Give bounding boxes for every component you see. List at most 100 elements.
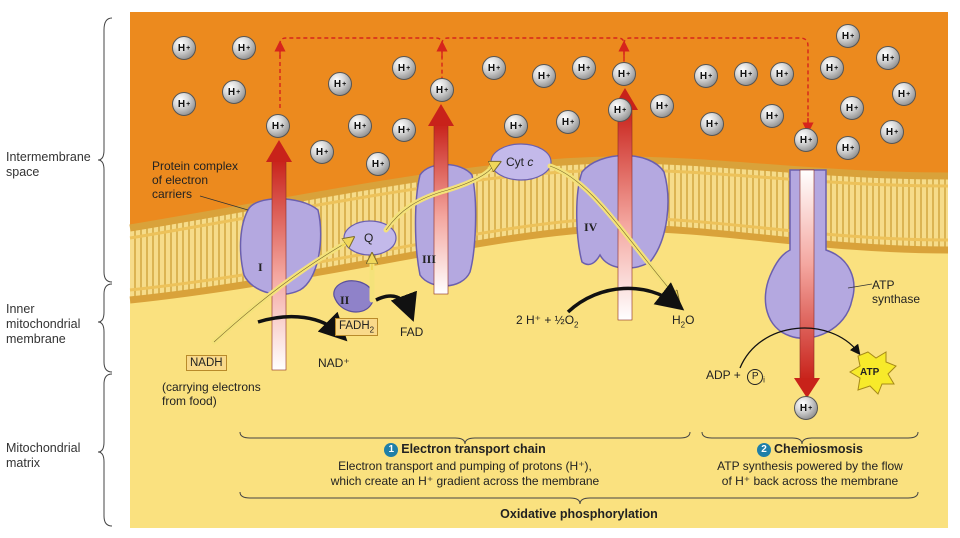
- h-ion-charge: +: [808, 136, 813, 144]
- h-ion-charge: +: [444, 86, 449, 94]
- h-ion-charge: +: [834, 64, 839, 72]
- h-ion: H+: [172, 92, 196, 116]
- h-ion: H+: [880, 120, 904, 144]
- brace-chemiosmosis: [701, 431, 919, 445]
- h-ion-label: H: [739, 68, 748, 80]
- atp-star: [849, 351, 897, 395]
- h-ion-charge: +: [894, 128, 899, 136]
- h-ion-label: H: [333, 78, 342, 90]
- h-ion: H+: [310, 140, 334, 164]
- cyt-c-letter: c: [527, 155, 534, 169]
- h-ion-label: H: [561, 116, 570, 128]
- h-ion-label: H: [897, 88, 906, 100]
- label-q: Q: [364, 231, 374, 245]
- h-ion: H+: [348, 114, 372, 138]
- water-sub: 2: [680, 320, 686, 330]
- h-ion: H+: [366, 152, 390, 176]
- h-ion-charge: +: [186, 44, 191, 52]
- h-ion: H+: [892, 82, 916, 106]
- h-ion-charge: +: [586, 64, 591, 72]
- label-inner-membrane: Inner mitochondrial membrane: [6, 302, 81, 346]
- h-ion-charge: +: [850, 32, 855, 40]
- h-ion: H+: [876, 46, 900, 70]
- h-ion: H+: [266, 114, 290, 138]
- etc-description: Electron transport and pumping of proton…: [330, 459, 600, 488]
- h-ion-label: H: [237, 42, 246, 54]
- h-ion: H+: [836, 24, 860, 48]
- h-ion-charge: +: [906, 90, 911, 98]
- brace-intermembrane: [97, 17, 113, 283]
- h-ion-charge: +: [342, 80, 347, 88]
- h-ion-label: H: [487, 62, 496, 74]
- etc-number-badge: 1: [384, 442, 399, 457]
- brace-membrane: [97, 283, 113, 373]
- h-ion: H+: [700, 112, 724, 136]
- oxygen-arrow: [566, 282, 685, 314]
- adp-arrow: [739, 327, 861, 369]
- h-ion-label: H: [177, 98, 186, 110]
- oxphos-title: Oxidative phosphorylation: [500, 507, 658, 521]
- h-ion-label: H: [397, 62, 406, 74]
- chemi-title-text: Chemiosmosis: [774, 442, 863, 456]
- protein-complex-leader: [199, 195, 249, 211]
- label-atp: ATP: [860, 367, 880, 378]
- chemiosmosis-description: ATP synthesis powered by the flow of H⁺ …: [717, 459, 903, 488]
- label-fad: FAD: [400, 325, 424, 339]
- pi-sub: i: [763, 375, 765, 385]
- h-ion-label: H: [613, 104, 622, 116]
- h-ion-charge: +: [774, 112, 779, 120]
- h-ion: H+: [794, 128, 818, 152]
- h-ion: H+: [222, 80, 246, 104]
- h-ion-charge: +: [324, 148, 329, 156]
- brace-etc: [239, 431, 691, 445]
- h-ion-label: H: [775, 68, 784, 80]
- label-complex-3: III: [422, 252, 437, 266]
- h-ion-label: H: [705, 118, 714, 130]
- label-nadh: NADH: [186, 355, 227, 371]
- reaction-text: 2 H⁺ + ½O: [516, 313, 575, 327]
- h-ion-label: H: [845, 102, 854, 114]
- h-ion-label: H: [881, 52, 890, 64]
- h-ion-label: H: [509, 120, 518, 132]
- h-ion-charge: +: [406, 126, 411, 134]
- h-ion: H+: [734, 62, 758, 86]
- h-ion-label: H: [435, 84, 444, 96]
- h-ion-label: H: [617, 68, 626, 80]
- h-ion-label: H: [655, 100, 664, 112]
- h-ion-charge: +: [890, 54, 895, 62]
- h-ion-label: H: [353, 120, 362, 132]
- brace-matrix: [97, 373, 113, 527]
- etc-title-text: Electron transport chain: [401, 442, 546, 456]
- h-ion: H+: [572, 56, 596, 80]
- h-ion: H+: [694, 64, 718, 88]
- pi-text: P: [751, 371, 759, 382]
- h-ion-charge: +: [570, 118, 575, 126]
- h-ion: H+: [760, 104, 784, 128]
- h-ion-label: H: [799, 134, 808, 146]
- h-ion: H+: [172, 36, 196, 60]
- h-ion: H+: [794, 396, 818, 420]
- label-complex-2: II: [340, 293, 350, 307]
- h-ion: H+: [608, 98, 632, 122]
- fadh2-arrow: [375, 290, 417, 322]
- h-ion-charge: +: [496, 64, 501, 72]
- h-ion: H+: [328, 72, 352, 96]
- h-ion-label: H: [177, 42, 186, 54]
- h-ion-label: H: [885, 126, 894, 138]
- h-ion-charge: +: [362, 122, 367, 130]
- h-ion-label: H: [315, 146, 324, 158]
- label-fadh2: FADH2: [335, 318, 379, 337]
- h-ion-label: H: [841, 142, 850, 154]
- h-ion: H+: [612, 62, 636, 86]
- label-complex-1: I: [258, 260, 263, 274]
- h-ion: H+: [430, 78, 454, 102]
- water-o: O: [685, 313, 695, 327]
- h-ion-label: H: [397, 124, 406, 136]
- h-ion-label: H: [227, 86, 236, 98]
- nadh-arrow: [257, 311, 348, 342]
- chemi-number-badge: 2: [757, 442, 772, 457]
